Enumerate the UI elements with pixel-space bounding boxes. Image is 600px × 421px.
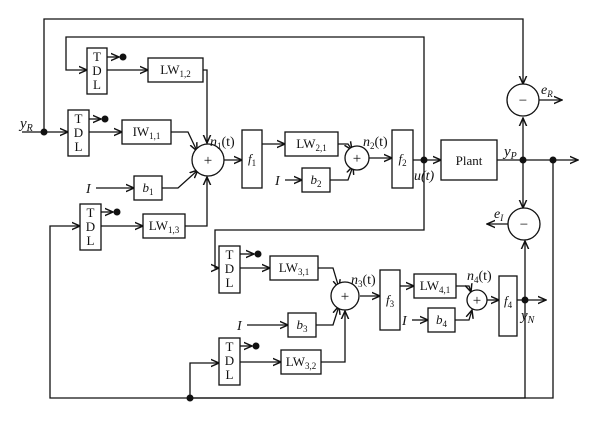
signal-label-n4: n4(t) [467,269,492,285]
svg-text:−: − [520,217,528,233]
tdl-block-5: T D L [218,337,241,386]
tdl-tap-dot [119,53,127,61]
svg-text:D: D [225,261,234,276]
svg-text:T: T [226,247,234,262]
svg-text:L: L [87,233,95,248]
svg-text:f1: f1 [248,151,256,168]
svg-text:f2: f2 [398,151,406,168]
bias-input-label-1: I [85,182,92,197]
svg-text:IW1,1: IW1,1 [133,124,161,141]
svg-text:f3: f3 [386,292,395,309]
signal-label-yR: yR [18,116,33,134]
sum-junction-1: + [191,143,225,177]
svg-text:T: T [87,205,95,220]
bias-input-label-4: I [401,314,408,329]
junction-dot [40,128,48,136]
bias-input-label-2: I [274,174,281,189]
svg-text:+: + [353,151,361,167]
signal-label-n2: n2(t) [363,135,388,151]
svg-text:L: L [75,139,83,154]
svg-text:b4: b4 [436,312,448,329]
signal-label-eR: eR [541,83,553,99]
svg-text:LW3,2: LW3,2 [286,354,317,371]
junction-dot [519,156,527,164]
svg-text:D: D [92,63,101,78]
svg-text:Plant: Plant [456,153,483,168]
f1-block: f1 [241,129,263,189]
lw21-block: LW2,1 [284,131,339,157]
signal-label-n3: n3(t) [351,273,376,289]
svg-text:T: T [226,339,234,354]
tdl-tap-dot [254,250,262,258]
lw31-block: LW3,1 [269,255,319,281]
b3-block: b3 [287,312,317,338]
signal-label-eI: eI [494,207,504,223]
svg-text:D: D [74,125,83,140]
junction-dot [186,394,194,402]
f2-block: f2 [391,129,414,189]
svg-text:+: + [341,289,349,305]
svg-text:T: T [75,111,83,126]
sum-junction-2: + [344,145,370,171]
lw12-block: LW1,2 [147,57,204,83]
b2-block: b2 [301,167,331,193]
connection-lines [22,18,578,399]
svg-text:T: T [93,49,101,64]
tdl-block-2: T D L [67,109,90,157]
junction-dot [549,156,557,164]
svg-text:b1: b1 [143,180,154,197]
svg-text:+: + [204,153,212,169]
error-summer-i: − [507,207,541,241]
svg-text:D: D [86,219,95,234]
sum-junction-4: + [466,289,488,311]
tdl-tap-dot [252,342,260,350]
svg-text:+: + [473,293,481,309]
svg-text:b2: b2 [311,172,322,189]
svg-text:LW4,1: LW4,1 [420,278,451,295]
b1-block: b1 [133,175,163,201]
lw41-block: LW4,1 [413,273,457,299]
junction-dots [40,53,557,402]
svg-text:−: − [519,93,527,109]
svg-text:f4: f4 [504,293,513,310]
sum-junction-3: + [330,281,360,311]
tdl-block-4: T D L [218,245,241,294]
signal-label-u: u(t) [414,169,435,184]
svg-text:LW2,1: LW2,1 [296,136,327,153]
b4-block: b4 [427,307,456,333]
signal-label-yP: yP [502,144,517,162]
svg-text:L: L [226,275,234,290]
svg-text:L: L [226,367,234,382]
iw11-block: IW1,1 [121,119,172,145]
tdl-tap-dot [113,208,121,216]
junction-dot [420,156,428,164]
junction-dot [521,296,529,304]
tdl-block-1: T D L [86,47,108,95]
tdl-block-3: T D L [79,203,102,251]
svg-text:b3: b3 [297,317,309,334]
lw32-block: LW3,2 [280,349,322,375]
svg-text:LW1,3: LW1,3 [149,218,180,235]
lw13-block: LW1,3 [142,213,186,239]
bias-input-label-3: I [236,319,243,334]
tdl-tap-dot [101,115,109,123]
error-summer-r: − [506,83,540,117]
f3-block: f3 [379,269,401,331]
f4-block: f4 [498,275,518,337]
svg-text:L: L [93,77,101,92]
svg-text:LW1,2: LW1,2 [160,62,191,79]
plant-block: Plant [440,139,498,181]
signal-label-n1: n1(t) [210,135,235,151]
svg-text:LW3,1: LW3,1 [279,260,310,277]
signal-label-yN: yN [519,308,536,326]
svg-text:D: D [225,353,234,368]
